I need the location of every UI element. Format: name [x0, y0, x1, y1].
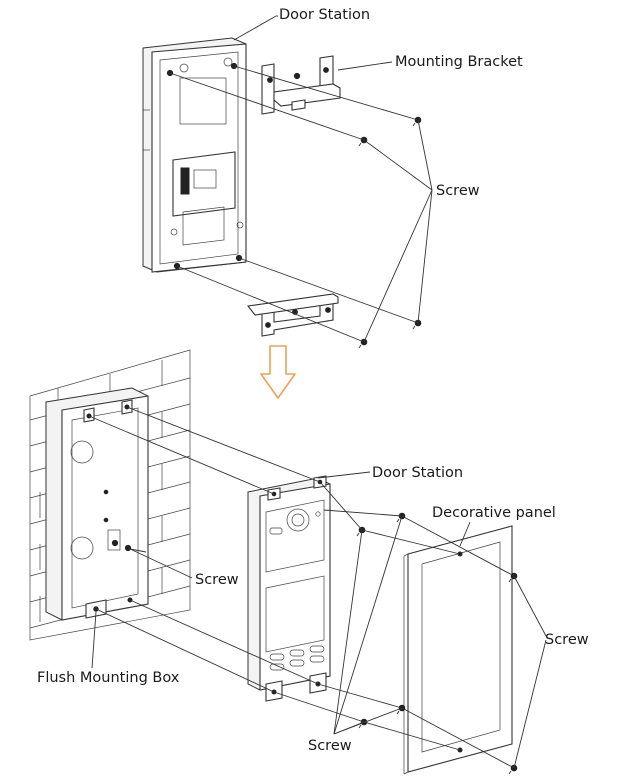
label-door-station-bottom: Door Station — [372, 465, 463, 481]
label-screw-right: Screw — [545, 632, 589, 648]
decorative-panel — [403, 525, 513, 775]
alignment-lines-bottom — [88, 406, 515, 769]
label-screw-bottom: Screw — [308, 738, 352, 754]
label-door-station-top: Door Station — [279, 7, 370, 23]
screw-panel-1 — [508, 572, 518, 583]
label-decorative-panel: Decorative panel — [432, 505, 556, 521]
door-station-rear — [142, 37, 247, 273]
label-screw-top: Screw — [436, 183, 480, 199]
alignment-lines-top — [169, 65, 419, 343]
leader-lines-bottom — [91, 471, 547, 769]
leader-lines-top — [233, 15, 433, 343]
mounting-bracket-top — [261, 55, 341, 115]
label-screw-box: Screw — [195, 572, 239, 588]
screw-box — [124, 544, 147, 553]
down-arrow-icon — [260, 345, 296, 399]
flush-mounting-box — [45, 387, 149, 621]
label-flush-mounting-box: Flush Mounting Box — [37, 670, 180, 686]
label-mounting-bracket: Mounting Bracket — [395, 54, 523, 70]
screw-station-2 — [396, 512, 406, 523]
door-station-front — [247, 475, 331, 702]
screw-panel-2 — [508, 764, 518, 775]
